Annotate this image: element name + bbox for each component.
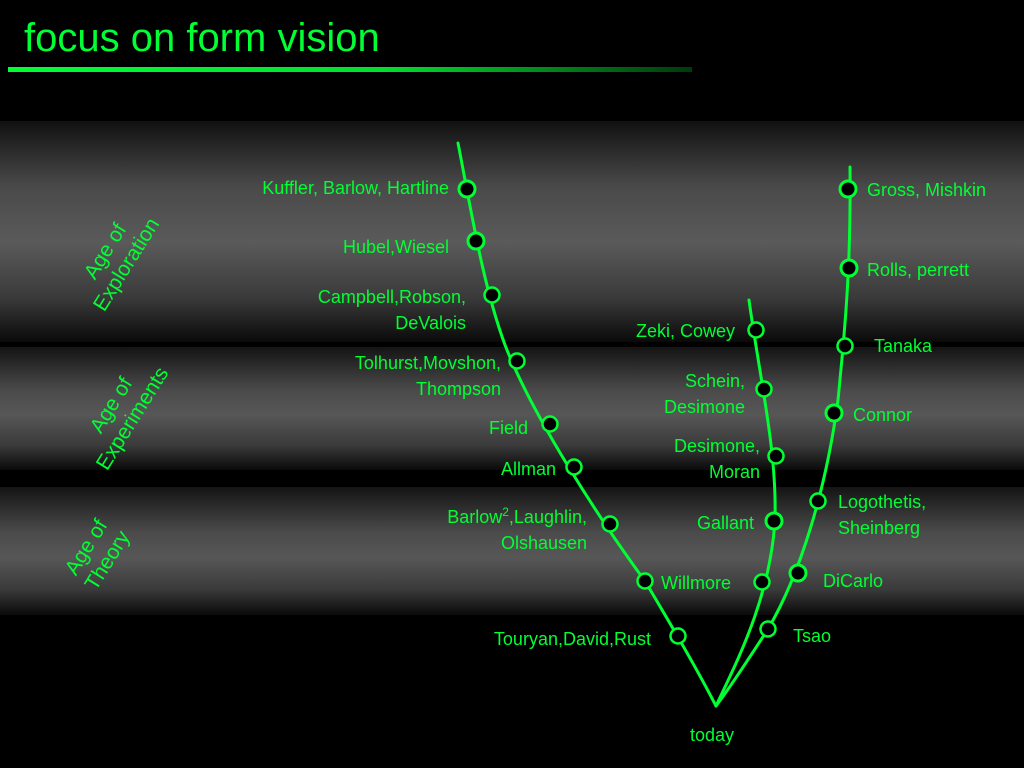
hollow-node	[809, 492, 827, 510]
hollow-node	[541, 415, 559, 433]
researcher-label: Zeki, Cowey	[636, 321, 735, 341]
researcher-label: Rolls, perrett	[867, 260, 969, 280]
today-label: today	[690, 725, 734, 745]
researcher-label: Willmore	[661, 573, 731, 593]
researcher-label: Connor	[853, 405, 912, 425]
hollow-node	[565, 458, 583, 476]
researcher-label: Schein,Desimone	[664, 371, 745, 417]
filled-node	[824, 403, 844, 423]
researcher-label: Logothetis,Sheinberg	[838, 492, 926, 538]
researcher-label: DiCarlo	[823, 571, 883, 591]
researcher-label: Hubel,Wiesel	[343, 237, 449, 257]
researcher-label: Gross, Mishkin	[867, 180, 986, 200]
researcher-label: Tanaka	[874, 336, 933, 356]
researcher-label: Allman	[501, 459, 556, 479]
page-title: focus on form vision	[24, 16, 380, 60]
hollow-node	[767, 447, 785, 465]
filled-node	[839, 258, 859, 278]
researcher-label: Campbell,Robson,DeValois	[318, 287, 466, 333]
hollow-node	[747, 321, 765, 339]
filled-node	[457, 179, 477, 199]
filled-node	[764, 511, 784, 531]
hollow-node	[836, 337, 854, 355]
researcher-label: Tsao	[793, 626, 831, 646]
hollow-node	[508, 352, 526, 370]
researcher-label: Field	[489, 418, 528, 438]
hollow-node	[483, 286, 501, 304]
band-exploration	[0, 121, 1024, 342]
researcher-label: Tolhurst,Movshon,Thompson	[355, 353, 501, 399]
hollow-node	[669, 627, 687, 645]
hollow-node	[636, 572, 654, 590]
researcher-label: Kuffler, Barlow, Hartline	[262, 178, 449, 198]
hollow-node	[753, 573, 771, 591]
researcher-label: Gallant	[697, 513, 754, 533]
filled-node	[838, 179, 858, 199]
band-theory	[0, 487, 1024, 615]
filled-node	[788, 563, 808, 583]
researcher-label: Barlow2,Laughlin,Olshausen	[447, 505, 587, 553]
hollow-node	[759, 620, 777, 638]
title-underline	[8, 67, 692, 72]
researcher-label: Touryan,David,Rust	[494, 629, 651, 649]
researcher-label: Desimone,Moran	[674, 436, 760, 482]
hollow-node	[601, 515, 619, 533]
filled-node	[466, 231, 486, 251]
hollow-node	[755, 380, 773, 398]
lineage-path-2	[714, 298, 777, 708]
